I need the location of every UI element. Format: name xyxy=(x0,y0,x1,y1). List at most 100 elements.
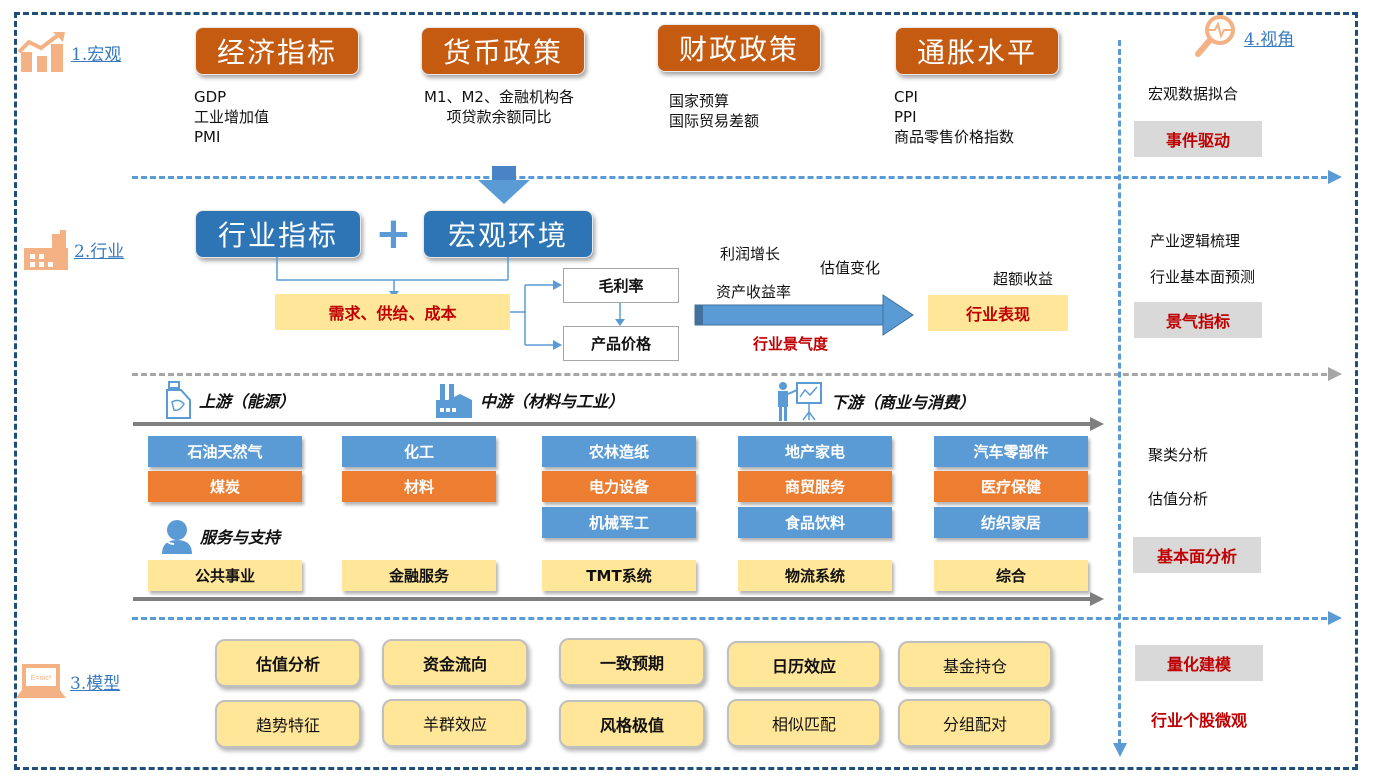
macro-economic-desc: GDP 工业增加值 PMI xyxy=(194,87,269,147)
prosperity-arrow-icon xyxy=(694,294,914,336)
model-box: 基金持仓 xyxy=(898,641,1052,689)
services-label: 服务与支持 xyxy=(200,528,281,547)
model-box: 资金流向 xyxy=(382,639,528,687)
call-center-icon xyxy=(162,520,192,554)
arrow-down-icon xyxy=(1113,743,1127,757)
oil-bottle-icon xyxy=(166,381,191,419)
macro-environment-box: 宏观环境 xyxy=(423,210,593,258)
macro-fiscal-desc: 国家预算 国际贸易差额 xyxy=(669,91,759,131)
fundamental-forecast-label: 行业基本面预测 xyxy=(1150,268,1256,286)
profit-growth-label: 利润增长 xyxy=(720,245,781,263)
roa-label: 资产收益率 xyxy=(716,283,792,301)
macro-inflation-level: 通胀水平 xyxy=(895,27,1059,75)
support-cell: 公共事业 xyxy=(148,560,302,591)
down-arrow-icon xyxy=(478,166,530,204)
model-box: 羊群效应 xyxy=(382,699,528,747)
arrow-right-icon xyxy=(1328,367,1342,381)
arrow-right-icon xyxy=(1328,611,1342,625)
macro-desc-line: 国家预算 xyxy=(669,92,730,110)
section-perspective-link[interactable]: 4.视角 xyxy=(1244,29,1295,50)
valuation-change-label: 估值变化 xyxy=(820,259,881,277)
separator-chain-model xyxy=(132,617,1327,620)
sector-cell: 纺织家居 xyxy=(934,507,1088,538)
section-model-link[interactable]: 3.模型 xyxy=(70,673,121,694)
downstream-header: 下游（商业与消费） xyxy=(775,380,975,422)
model-box: 估值分析 xyxy=(215,639,361,687)
presenter-chart-icon xyxy=(778,382,822,421)
macro-desc-line: CPI xyxy=(894,88,918,106)
sector-cell: 医疗保健 xyxy=(934,471,1088,502)
section-industry-link[interactable]: 2.行业 xyxy=(74,241,125,262)
sector-cell: 化工 xyxy=(342,436,496,467)
arrow-right-icon xyxy=(1090,592,1104,606)
support-cell: TMT系统 xyxy=(542,560,696,591)
industry-logic-label: 产业逻辑梳理 xyxy=(1150,232,1241,250)
event-driven-tag: 事件驱动 xyxy=(1134,121,1262,157)
magnifier-pulse-icon xyxy=(1195,15,1235,57)
model-box: 趋势特征 xyxy=(215,700,361,748)
model-box: 一致预期 xyxy=(559,638,705,686)
macro-desc-line: PPI xyxy=(894,108,917,126)
macro-desc-line: 项贷款余额同比 xyxy=(446,108,552,126)
sector-cell: 食品饮料 xyxy=(738,507,892,538)
sector-cell: 地产家电 xyxy=(738,436,892,467)
section-macro-link[interactable]: 1.宏观 xyxy=(71,44,122,65)
svg-text:E=mc²: E=mc² xyxy=(31,675,52,682)
valuation-label: 估值分析 xyxy=(1148,490,1209,508)
macro-fit-label: 宏观数据拟合 xyxy=(1148,85,1239,103)
macro-monetary-policy: 货币政策 xyxy=(421,27,585,75)
services-header: 服务与支持 xyxy=(160,518,280,554)
model-box: 日历效应 xyxy=(727,641,881,689)
model-box: 分组配对 xyxy=(898,699,1052,747)
macro-desc-line: PMI xyxy=(194,128,221,146)
macro-desc-line: M1、M2、金融机构各 xyxy=(424,88,574,106)
chain-axis-top xyxy=(133,422,1091,426)
excess-return-label: 超额收益 xyxy=(993,270,1054,288)
sector-cell: 石油天然气 xyxy=(148,436,302,467)
sector-cell: 电力设备 xyxy=(542,471,696,502)
gross-margin-box: 毛利率 xyxy=(563,268,679,303)
section-macro: 1.宏观 xyxy=(17,30,121,74)
chain-axis-bottom xyxy=(133,597,1091,601)
clustering-label: 聚类分析 xyxy=(1148,446,1209,464)
midstream-label: 中游（材料与工业） xyxy=(480,392,625,411)
section-perspective: 4.视角 xyxy=(1190,12,1294,62)
macro-economic-indicators: 经济指标 xyxy=(195,27,359,75)
outer-frame xyxy=(14,12,1358,770)
section-industry: 2.行业 xyxy=(22,226,124,272)
plus-icon: + xyxy=(375,208,412,259)
support-cell: 金融服务 xyxy=(342,560,496,591)
perspective-divider xyxy=(1118,40,1121,745)
support-cell: 综合 xyxy=(934,560,1088,591)
laptop-formula-icon: E=mc² xyxy=(16,664,66,698)
demand-supply-cost-box: 需求、供给、成本 xyxy=(275,294,510,330)
macro-desc-line: 国际贸易差额 xyxy=(669,112,760,130)
sector-cell: 农林造纸 xyxy=(542,436,696,467)
sector-cell: 材料 xyxy=(342,471,496,502)
factory-icon xyxy=(436,384,472,418)
separator-macro-industry xyxy=(132,176,1327,179)
support-cell: 物流系统 xyxy=(738,560,892,591)
macro-monetary-desc: M1、M2、金融机构各 项贷款余额同比 xyxy=(424,87,574,127)
section-model: E=mc² 3.模型 xyxy=(16,662,120,700)
model-box: 相似匹配 xyxy=(727,699,881,747)
factory-icon xyxy=(24,230,68,270)
prosperity-indicator-tag: 景气指标 xyxy=(1134,302,1262,338)
macro-desc-line: 工业增加值 xyxy=(194,108,270,126)
industry-performance-box: 行业表现 xyxy=(928,295,1068,331)
industry-prosperity-label: 行业景气度 xyxy=(753,335,829,353)
micro-view-label: 行业个股微观 xyxy=(1151,711,1248,730)
separator-industry-chain xyxy=(132,373,1327,376)
arrow-right-icon xyxy=(1328,170,1342,184)
fundamental-analysis-tag: 基本面分析 xyxy=(1133,537,1261,573)
macro-fiscal-policy: 财政政策 xyxy=(657,24,821,72)
macro-desc-line: 商品零售价格指数 xyxy=(894,128,1015,146)
downstream-label: 下游（商业与消费） xyxy=(831,393,976,412)
sector-cell: 汽车零部件 xyxy=(934,436,1088,467)
sector-cell: 煤炭 xyxy=(148,471,302,502)
quant-modeling-tag: 量化建模 xyxy=(1135,645,1263,681)
bar-chart-trend-icon xyxy=(17,32,65,72)
sector-cell: 机械军工 xyxy=(542,507,696,538)
macro-desc-line: GDP xyxy=(194,88,227,106)
arrow-right-icon xyxy=(1090,417,1104,431)
